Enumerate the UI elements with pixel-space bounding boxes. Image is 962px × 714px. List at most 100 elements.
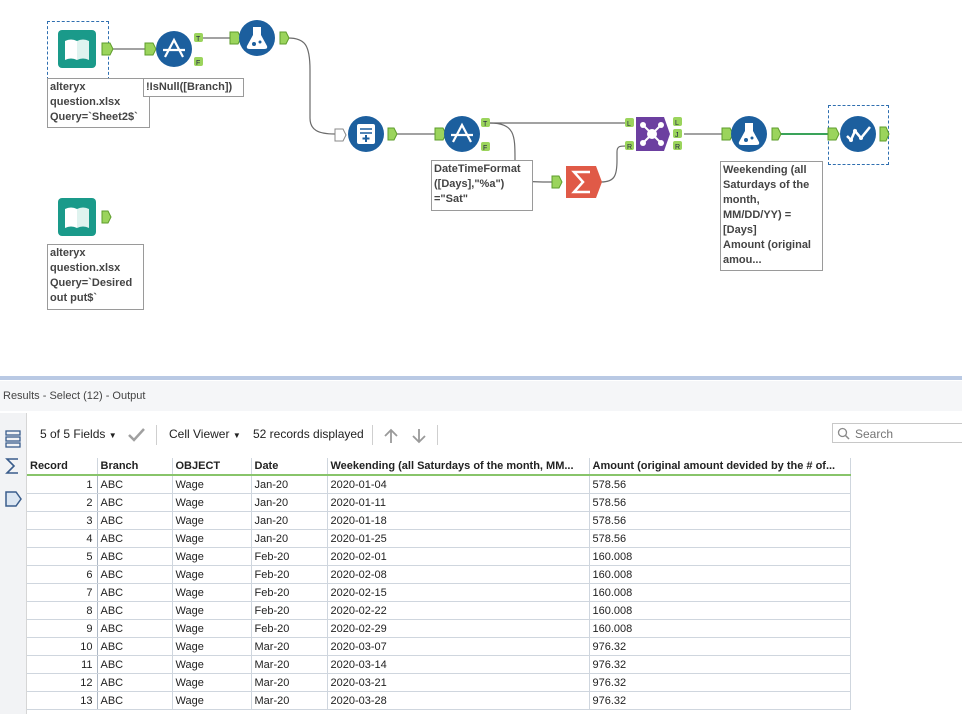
cell-weekending[interactable]: 2020-03-07 bbox=[327, 637, 590, 656]
cell-amount[interactable]: 976.32 bbox=[589, 691, 851, 710]
cell-record[interactable]: 8 bbox=[27, 601, 98, 620]
cell-amount[interactable]: 160.008 bbox=[589, 565, 851, 584]
cell-branch[interactable]: ABC bbox=[97, 619, 173, 638]
cell-weekending[interactable]: 2020-03-28 bbox=[327, 691, 590, 710]
cell-object[interactable]: Wage bbox=[172, 601, 252, 620]
column-header-object[interactable]: OBJECT bbox=[172, 458, 252, 476]
cell-object[interactable]: Wage bbox=[172, 511, 252, 530]
cell-weekending[interactable]: 2020-02-29 bbox=[327, 619, 590, 638]
input-data-tool-2[interactable] bbox=[58, 198, 118, 238]
list-view-icon[interactable] bbox=[3, 429, 23, 449]
cell-branch[interactable]: ABC bbox=[97, 637, 173, 656]
cell-date[interactable]: Jan-20 bbox=[251, 475, 328, 494]
cell-branch[interactable]: ABC bbox=[97, 673, 173, 692]
workflow-canvas[interactable]: alteryx question.xlsx Query=`Sheet2$` T … bbox=[0, 0, 962, 376]
search-box[interactable] bbox=[832, 423, 962, 443]
cell-amount[interactable]: 976.32 bbox=[589, 637, 851, 656]
cell-date[interactable]: Mar-20 bbox=[251, 637, 328, 656]
cell-weekending[interactable]: 2020-01-18 bbox=[327, 511, 590, 530]
cell-date[interactable]: Feb-20 bbox=[251, 547, 328, 566]
cell-weekending[interactable]: 2020-02-22 bbox=[327, 601, 590, 620]
cell-branch[interactable]: ABC bbox=[97, 475, 173, 494]
cell-branch[interactable]: ABC bbox=[97, 691, 173, 710]
filter-tool[interactable]: T F bbox=[143, 28, 208, 72]
cell-record[interactable]: 13 bbox=[27, 691, 98, 710]
cell-branch[interactable]: ABC bbox=[97, 583, 173, 602]
cell-date[interactable]: Feb-20 bbox=[251, 619, 328, 638]
column-header-amount[interactable]: Amount (original amount devided by the #… bbox=[589, 458, 851, 476]
cell-record[interactable]: 1 bbox=[27, 475, 98, 494]
cell-object[interactable]: Wage bbox=[172, 619, 252, 638]
cell-object[interactable]: Wage bbox=[172, 637, 252, 656]
cell-branch[interactable]: ABC bbox=[97, 493, 173, 512]
pane-divider[interactable] bbox=[0, 376, 962, 380]
connection-summarize-to-join-right[interactable] bbox=[600, 145, 627, 183]
summarize-tool[interactable] bbox=[550, 162, 610, 202]
column-header-record[interactable]: Record bbox=[27, 458, 98, 476]
cell-record[interactable]: 4 bbox=[27, 529, 98, 548]
cell-record[interactable]: 6 bbox=[27, 565, 98, 584]
cell-weekending[interactable]: 2020-03-21 bbox=[327, 673, 590, 692]
cell-weekending[interactable]: 2020-02-01 bbox=[327, 547, 590, 566]
cell-date[interactable]: Feb-20 bbox=[251, 583, 328, 602]
column-header-date[interactable]: Date bbox=[251, 458, 328, 476]
sigma-icon[interactable] bbox=[3, 456, 23, 476]
cell-amount[interactable]: 976.32 bbox=[589, 655, 851, 674]
cell-amount[interactable]: 976.32 bbox=[589, 673, 851, 692]
cell-record[interactable]: 10 bbox=[27, 637, 98, 656]
cell-amount[interactable]: 160.008 bbox=[589, 601, 851, 620]
cell-amount[interactable]: 578.56 bbox=[589, 511, 851, 530]
cell-date[interactable]: Feb-20 bbox=[251, 601, 328, 620]
column-header-weekending[interactable]: Weekending (all Saturdays of the month, … bbox=[327, 458, 590, 476]
cell-date[interactable]: Mar-20 bbox=[251, 673, 328, 692]
cell-date[interactable]: Mar-20 bbox=[251, 655, 328, 674]
cell-object[interactable]: Wage bbox=[172, 673, 252, 692]
cell-branch[interactable]: ABC bbox=[97, 529, 173, 548]
formula-tool[interactable] bbox=[228, 18, 292, 58]
cell-weekending[interactable]: 2020-02-15 bbox=[327, 583, 590, 602]
cell-record[interactable]: 3 bbox=[27, 511, 98, 530]
cell-object[interactable]: Wage bbox=[172, 493, 252, 512]
cell-date[interactable]: Mar-20 bbox=[251, 691, 328, 710]
arrow-up-icon[interactable] bbox=[382, 427, 400, 445]
cell-branch[interactable]: ABC bbox=[97, 601, 173, 620]
cell-weekending[interactable]: 2020-02-08 bbox=[327, 565, 590, 584]
cell-object[interactable]: Wage bbox=[172, 691, 252, 710]
cell-amount[interactable]: 160.008 bbox=[589, 583, 851, 602]
cell-weekending[interactable]: 2020-01-04 bbox=[327, 475, 590, 494]
cell-record[interactable]: 2 bbox=[27, 493, 98, 512]
join-tool[interactable]: L R L J R bbox=[624, 113, 688, 157]
input-data-tool[interactable] bbox=[58, 30, 118, 70]
formula-tool-2[interactable] bbox=[720, 114, 784, 154]
cell-date[interactable]: Feb-20 bbox=[251, 565, 328, 584]
connection-formula-to-generaterows[interactable] bbox=[287, 37, 336, 135]
cell-date[interactable]: Jan-20 bbox=[251, 529, 328, 548]
arrow-down-icon[interactable] bbox=[410, 427, 428, 445]
cell-branch[interactable]: ABC bbox=[97, 565, 173, 584]
cell-object[interactable]: Wage bbox=[172, 583, 252, 602]
cell-weekending[interactable]: 2020-01-11 bbox=[327, 493, 590, 512]
cell-branch[interactable]: ABC bbox=[97, 655, 173, 674]
cell-record[interactable]: 12 bbox=[27, 673, 98, 692]
cell-record[interactable]: 11 bbox=[27, 655, 98, 674]
cell-object[interactable]: Wage bbox=[172, 565, 252, 584]
cell-date[interactable]: Jan-20 bbox=[251, 493, 328, 512]
cell-record[interactable]: 9 bbox=[27, 619, 98, 638]
cell-amount[interactable]: 578.56 bbox=[589, 493, 851, 512]
column-header-branch[interactable]: Branch bbox=[97, 458, 173, 476]
cell-record[interactable]: 7 bbox=[27, 583, 98, 602]
checkmark-icon[interactable] bbox=[127, 427, 147, 443]
cell-amount[interactable]: 160.008 bbox=[589, 547, 851, 566]
cell-object[interactable]: Wage bbox=[172, 547, 252, 566]
